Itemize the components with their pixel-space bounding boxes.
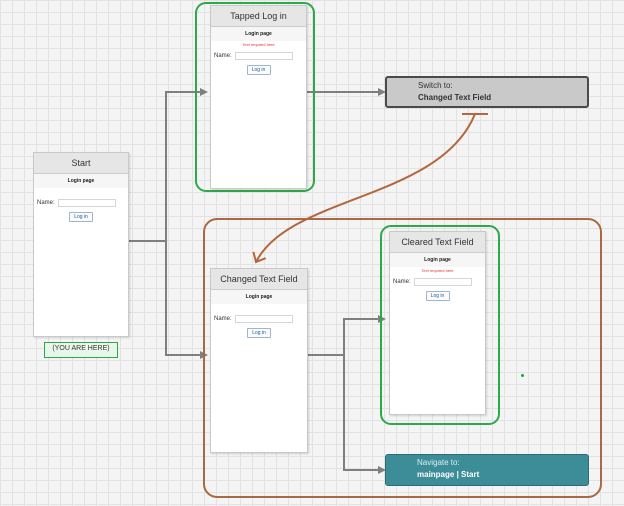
connector-start-to-changed [165, 241, 208, 359]
name-field-row: Name: [37, 199, 128, 207]
name-input[interactable] [234, 52, 293, 60]
connector-changed-to-cleared [306, 315, 386, 356]
connector-start-to-tapped [128, 88, 208, 242]
name-label: Name: [37, 200, 55, 206]
name-field-row: Name: [393, 278, 485, 286]
login-button[interactable]: Log in [69, 212, 93, 222]
name-input[interactable] [57, 199, 116, 207]
page-header: Login page [211, 27, 306, 41]
connector-changed-to-navigate [343, 355, 386, 474]
error-message: Text required here [242, 42, 275, 47]
name-label: Name: [393, 279, 411, 285]
name-field-row: Name: [214, 315, 307, 323]
changed-text-field-group [203, 218, 602, 498]
navigate-to-action[interactable]: Navigate to: mainpage | Start [385, 454, 589, 486]
cleared-text-field-screen[interactable]: Cleared Text Field Login page Text requi… [389, 231, 486, 415]
name-label: Name: [214, 53, 232, 59]
tapped-login-highlight [195, 2, 315, 192]
action-label: Navigate to: [417, 458, 460, 467]
screen-title: Cleared Text Field [390, 232, 485, 253]
page-header: Login page [211, 290, 307, 304]
start-screen[interactable]: Start Login page Name: Log in [33, 152, 129, 337]
page-header: Login page [34, 174, 128, 188]
login-button[interactable]: Log in [247, 328, 271, 338]
action-target: Changed Text Field [418, 93, 492, 102]
screen-title: Changed Text Field [211, 269, 307, 290]
name-label: Name: [214, 316, 232, 322]
tapped-login-screen[interactable]: Tapped Log in Login page Text required h… [210, 5, 307, 189]
login-button[interactable]: Log in [425, 291, 450, 301]
switch-to-action[interactable]: Switch to: Changed Text Field [385, 76, 589, 108]
error-message: Text required here [421, 268, 454, 273]
screen-title: Tapped Log in [211, 6, 306, 27]
name-input[interactable] [413, 278, 472, 286]
changed-text-field-screen[interactable]: Changed Text Field Login page Name: Log … [210, 268, 308, 453]
you-are-here-badge: (YOU ARE HERE) [44, 342, 118, 358]
name-field-row: Name: [214, 52, 306, 60]
cleared-text-field-highlight [380, 225, 500, 425]
login-button[interactable]: Log in [246, 65, 271, 75]
switch-link-curve [256, 113, 476, 262]
action-target: mainpage | Start [417, 470, 480, 479]
page-header: Login page [390, 253, 485, 267]
name-input[interactable] [234, 315, 293, 323]
screen-title: Start [34, 153, 128, 174]
green-dot-marker [521, 374, 524, 377]
action-label: Switch to: [418, 81, 453, 90]
